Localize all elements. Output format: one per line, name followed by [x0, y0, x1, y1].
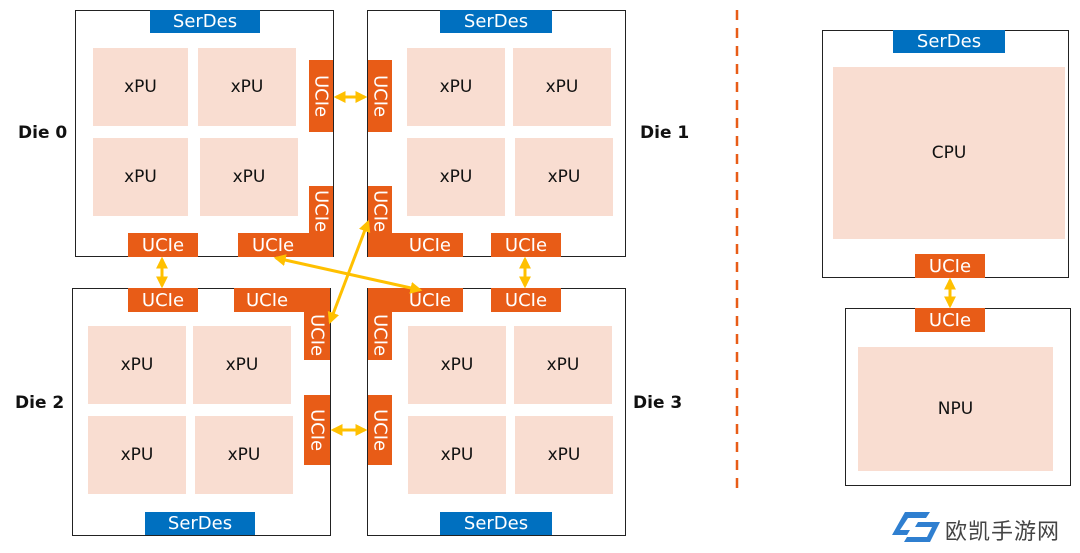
die3-serdes: SerDes	[440, 512, 552, 535]
die0-ucie-right-top: UCIe	[309, 60, 333, 132]
npu-ucie: UCIe	[915, 308, 985, 332]
xpu: xPU	[200, 138, 298, 216]
xpu: xPU	[88, 416, 186, 494]
cpu-ucie: UCIe	[915, 254, 985, 278]
die1-ucie-left-bottom: UCIe	[368, 186, 392, 236]
xpu: xPU	[513, 48, 611, 126]
xpu: xPU	[514, 326, 612, 404]
die2-ucie-top-left: UCIe	[128, 288, 198, 312]
die0-ucie-bottom-right: UCIe	[238, 233, 333, 257]
xpu: xPU	[195, 416, 293, 494]
die0-ucie-right-bottom: UCIe	[309, 186, 333, 236]
cpu-block: CPU	[833, 67, 1065, 239]
arrow-die1-die2	[327, 219, 371, 325]
die3-label: Die 3	[633, 393, 683, 413]
xpu: xPU	[93, 138, 188, 216]
die1-ucie-bottom-right: UCIe	[491, 233, 561, 257]
watermark-text: 欧凯手游网	[945, 520, 1061, 545]
die0-ucie-bottom-left: UCIe	[128, 233, 198, 257]
die1-ucie-left-top: UCIe	[368, 60, 392, 132]
die3-ucie-left-bottom: UCIe	[368, 395, 392, 465]
cpu-serdes: SerDes	[893, 30, 1005, 53]
xpu: xPU	[515, 138, 613, 216]
die1-ucie-bottom-left: UCIe	[368, 233, 463, 257]
xpu: xPU	[407, 48, 505, 126]
die0-label: Die 0	[18, 123, 68, 143]
watermark-logo-icon	[892, 512, 940, 542]
xpu: xPU	[88, 326, 186, 404]
xpu: xPU	[193, 326, 291, 404]
die2-serdes: SerDes	[145, 512, 255, 535]
xpu: xPU	[408, 326, 506, 404]
xpu: xPU	[408, 416, 506, 494]
xpu: xPU	[93, 48, 188, 126]
xpu: xPU	[407, 138, 505, 216]
die1-label: Die 1	[640, 123, 690, 143]
die1-serdes: SerDes	[440, 10, 552, 33]
die3-ucie-top-right: UCIe	[491, 288, 561, 312]
die2-label: Die 2	[15, 393, 65, 413]
die2-ucie-right-bottom: UCIe	[304, 395, 330, 465]
die0-serdes: SerDes	[150, 10, 260, 33]
die3-ucie-left-top: UCIe	[368, 310, 392, 360]
xpu: xPU	[198, 48, 296, 126]
xpu: xPU	[515, 416, 613, 494]
die2-ucie-right-top: UCIe	[304, 310, 330, 360]
npu-block: NPU	[858, 347, 1053, 471]
